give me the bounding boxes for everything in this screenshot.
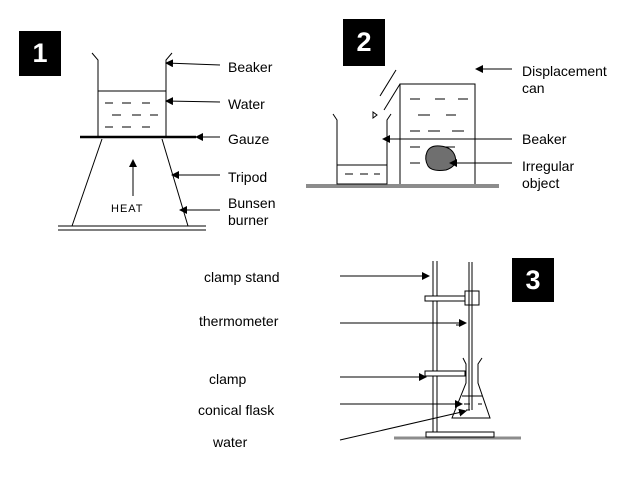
beaker-1-outline <box>91 52 173 138</box>
conical-flask-outline <box>451 357 491 419</box>
label-bunsen: Bunsen <box>228 195 276 211</box>
label-water-3: water <box>213 434 248 450</box>
diagram-3-number-badge: 3 <box>512 258 554 302</box>
diagram-1-apparatus <box>58 52 221 231</box>
displacement-can-outline <box>399 83 476 184</box>
label-water-1: Water <box>228 96 265 112</box>
label-clamp: clamp <box>209 371 247 387</box>
label-tripod: Tripod <box>228 169 268 185</box>
irregular-object-shape <box>425 145 457 171</box>
label-object: object <box>522 175 560 191</box>
label-burner: burner <box>228 212 269 228</box>
stand-base <box>425 431 495 438</box>
heat-label: HEAT <box>111 203 144 215</box>
label-can: can <box>522 80 545 96</box>
diagram-2-apparatus <box>306 65 512 188</box>
label-beaker-1: Beaker <box>228 59 273 75</box>
diagram-1-number-badge: 1 <box>19 31 61 76</box>
beaker-2-outline <box>332 113 392 185</box>
label-thermometer: thermometer <box>199 313 279 329</box>
label-displacement: Displacement <box>522 63 607 79</box>
label-gauze: Gauze <box>228 131 270 147</box>
diagram-3-apparatus <box>339 261 521 441</box>
label-beaker-2: Beaker <box>522 131 567 147</box>
label-conical-flask: conical flask <box>198 402 275 418</box>
label-clamp-stand: clamp stand <box>204 269 280 285</box>
label-irregular: Irregular <box>522 158 575 174</box>
diagram-2-number-badge: 2 <box>343 19 385 66</box>
